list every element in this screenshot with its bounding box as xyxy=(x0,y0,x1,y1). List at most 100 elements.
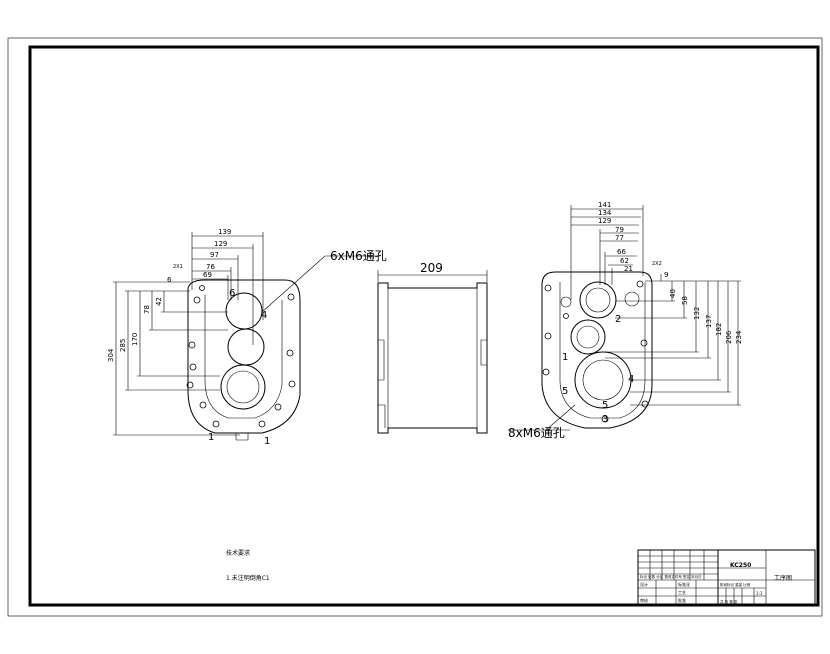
dim-134: 134 xyxy=(598,209,612,217)
dim-234: 234 xyxy=(735,330,743,344)
middle-left-notch xyxy=(378,339,385,381)
right-callout-leader xyxy=(545,404,576,431)
right-inner-pocket xyxy=(559,282,646,419)
title-row-label-4: 审核 xyxy=(640,597,648,603)
label-2x1: 2X1 xyxy=(173,264,183,270)
title-row-label-2: 设计 xyxy=(640,581,648,587)
dim-40: 40 xyxy=(669,289,677,298)
dim-62: 62 xyxy=(620,257,629,265)
bolt-hole xyxy=(274,403,282,411)
inner-frame xyxy=(28,45,820,607)
bolt-hole xyxy=(193,296,201,304)
right-housing-outline xyxy=(541,271,653,429)
dim-206: 206 xyxy=(725,330,733,344)
middle-side-outline xyxy=(377,282,488,434)
right-top-dimensions: 141 134 129 79 77 66 62 21 xyxy=(570,201,644,300)
bolt-hole xyxy=(199,285,205,291)
left-part-label-1a: 1 xyxy=(208,432,214,443)
title-row-label-1: 标记 处数 分区 更改文件号 签名 年月日 xyxy=(640,574,702,579)
middle-view: 209 xyxy=(377,261,488,434)
bolt-hole xyxy=(544,284,552,292)
right-part-label-1: 1 xyxy=(562,352,568,363)
bolt-hole xyxy=(641,400,649,408)
bolt-hole xyxy=(542,368,550,376)
title-row-label-3: 标准化 xyxy=(678,581,690,587)
left-bottom-tab xyxy=(235,433,249,441)
left-part-label-1b: 1 xyxy=(264,436,270,447)
bolt-hole xyxy=(636,280,644,288)
title-drawing-name: KC250 xyxy=(730,562,751,569)
right-bore-mid-inner xyxy=(576,325,600,349)
left-part-label-4: 4 xyxy=(261,310,267,321)
bolt-hole xyxy=(189,363,197,371)
dim-170: 170 xyxy=(131,333,139,346)
bolt-hole xyxy=(286,349,294,357)
dim-141: 141 xyxy=(598,201,611,209)
dim-129: 129 xyxy=(598,217,611,225)
dim-78: 78 xyxy=(143,305,151,314)
dim-58: 58 xyxy=(681,296,689,305)
dim-139: 139 xyxy=(218,228,231,236)
bolt-hole xyxy=(199,401,207,409)
bolt-hole xyxy=(186,381,194,389)
label-2x2: 2X2 xyxy=(652,261,662,267)
dim-285: 285 xyxy=(119,339,127,352)
dim-76: 76 xyxy=(206,263,215,271)
middle-right-notch xyxy=(480,339,487,366)
right-bore-mid xyxy=(570,319,606,355)
bolt-hole xyxy=(288,380,296,388)
right-part-label-5a: 5 xyxy=(562,386,568,397)
left-bore-mid xyxy=(227,328,265,366)
left-bolt-holes xyxy=(186,285,296,428)
bolt-hole xyxy=(258,420,266,428)
left-inner-pocket xyxy=(204,295,283,419)
title-scale: 1:1 xyxy=(756,591,763,596)
title-row-label-6: 批准 xyxy=(678,597,686,603)
bolt-hole xyxy=(544,332,552,340)
title-block: KC250 工序图 标记 处数 分区 更改文件号 签名 年月日 设计 标准化 审… xyxy=(637,549,816,606)
bolt-hole xyxy=(212,420,220,428)
title-row-label-5: 工艺 xyxy=(678,590,686,595)
left-callout-leader xyxy=(261,255,326,313)
dim-132: 132 xyxy=(693,307,701,320)
dim-66: 66 xyxy=(617,248,626,256)
middle-bottom-step xyxy=(378,404,386,428)
bolt-hole xyxy=(640,339,648,347)
right-callout-text: 8xM6通孔 xyxy=(508,426,565,440)
right-bore-top xyxy=(579,281,617,319)
left-bore-bottom-inner xyxy=(226,370,260,404)
left-side-dimensions: 304 285 170 78 42 6 2X1 xyxy=(107,264,240,436)
right-side-dimensions: 9 40 58 132 137 182 206 234 2X2 xyxy=(605,261,743,406)
bolt-hole xyxy=(188,341,196,349)
dim-69: 69 xyxy=(203,271,212,279)
bolt-hole xyxy=(287,293,295,301)
left-view: 139 129 97 76 69 304 285 170 78 42 6 xyxy=(107,228,387,447)
left-housing-outline xyxy=(187,279,301,434)
dim-97: 97 xyxy=(210,251,219,259)
dim-77: 77 xyxy=(615,234,624,242)
label-6-small: 6 xyxy=(167,276,172,284)
dim-9: 9 xyxy=(664,271,668,279)
dim-129: 129 xyxy=(214,240,227,248)
left-part-label-6: 6 xyxy=(229,288,235,299)
title-stage-label: 阶段标记 重量 比例 xyxy=(720,582,751,587)
tech-requirement-1: 1.未注明倒角C1 xyxy=(226,574,270,582)
dim-182: 182 xyxy=(715,323,723,336)
right-boss xyxy=(560,296,572,308)
right-part-label-3: 3 xyxy=(602,414,608,425)
dim-79: 79 xyxy=(615,226,624,234)
dim-304: 304 xyxy=(107,348,115,362)
right-boss-2 xyxy=(624,291,640,307)
left-bore-bottom xyxy=(220,364,266,410)
right-bore-top-inner xyxy=(585,287,611,313)
bolt-hole xyxy=(563,313,569,319)
right-view: 141 134 129 79 77 66 62 21 xyxy=(508,201,743,440)
dim-42: 42 xyxy=(155,297,163,306)
left-top-dimensions: 139 129 97 76 69 xyxy=(191,228,264,345)
right-bore-bottom-inner xyxy=(582,359,624,401)
right-part-label-5b: 5 xyxy=(602,400,608,411)
outer-border xyxy=(7,37,823,617)
right-part-label-4: 4 xyxy=(628,374,634,385)
left-callout-text: 6xM6通孔 xyxy=(330,249,387,263)
